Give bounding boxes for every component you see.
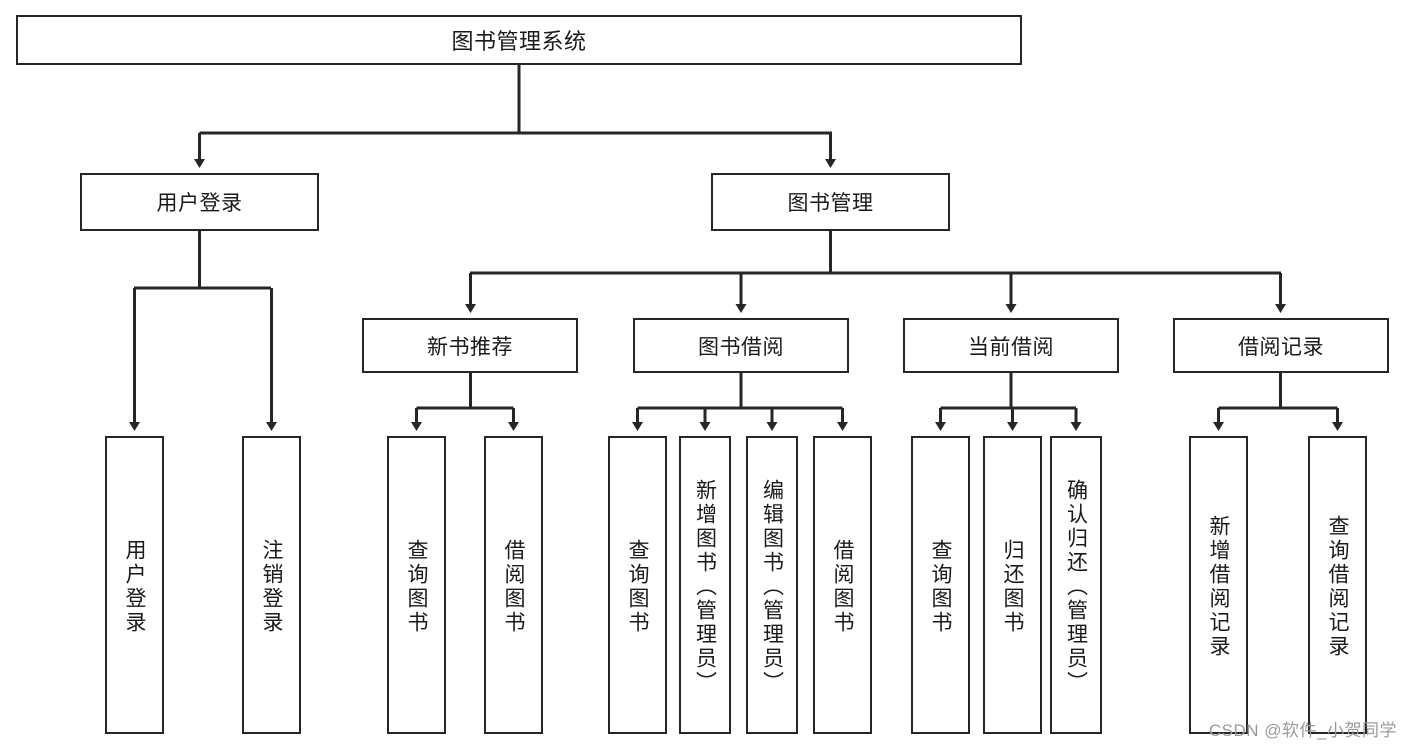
node-label: 用户登录 [123, 539, 146, 635]
node-leaf-user-login[interactable]: 用户登录 [105, 436, 164, 734]
node-book-management[interactable]: 图书管理 [711, 173, 950, 231]
node-new-book-recommend[interactable]: 新书推荐 [362, 318, 578, 373]
node-leaf-query-book-borrow[interactable]: 查询图书 [608, 436, 667, 734]
node-label: 借阅记录 [1238, 335, 1324, 359]
node-label: 图书管理 [787, 192, 874, 215]
node-leaf-edit-book-admin[interactable]: 编辑图书（管理员） [746, 436, 798, 734]
node-label: 查询借阅记录 [1326, 515, 1349, 659]
node-label: 查询图书 [626, 539, 649, 635]
node-label: 查询图书 [405, 539, 428, 635]
node-label: 归还图书 [1001, 539, 1024, 635]
node-leaf-query-book-current[interactable]: 查询图书 [911, 436, 970, 734]
node-leaf-add-borrow-record[interactable]: 新增借阅记录 [1189, 436, 1248, 734]
node-leaf-confirm-return-admin[interactable]: 确认归还（管理员） [1050, 436, 1102, 734]
node-borrow-record[interactable]: 借阅记录 [1173, 318, 1389, 373]
watermark: CSDN @软件_小贺同学 [1208, 721, 1397, 740]
node-leaf-return-book[interactable]: 归还图书 [983, 436, 1042, 734]
node-leaf-borrow-book-recommend[interactable]: 借阅图书 [484, 436, 543, 734]
node-label: 注销登录 [260, 539, 283, 635]
node-label: 借阅图书 [831, 539, 854, 635]
node-leaf-borrow-book[interactable]: 借阅图书 [813, 436, 872, 734]
node-label: 新书推荐 [427, 335, 513, 359]
node-root-system[interactable]: 图书管理系统 [16, 15, 1022, 65]
node-leaf-query-book-recommend[interactable]: 查询图书 [387, 436, 446, 734]
node-label: 编辑图书（管理员） [760, 479, 784, 695]
node-book-borrow[interactable]: 图书借阅 [633, 318, 849, 373]
node-leaf-logout[interactable]: 注销登录 [242, 436, 301, 734]
node-current-borrow[interactable]: 当前借阅 [903, 318, 1119, 373]
node-label: 查询图书 [929, 539, 952, 635]
node-label: 新增借阅记录 [1207, 515, 1230, 659]
node-label: 图书管理系统 [451, 29, 587, 54]
node-label: 用户登录 [156, 192, 243, 215]
node-leaf-query-borrow-record[interactable]: 查询借阅记录 [1308, 436, 1367, 734]
node-leaf-add-book-admin[interactable]: 新增图书（管理员） [679, 436, 731, 734]
node-label: 确认归还（管理员） [1064, 479, 1088, 695]
node-user-login[interactable]: 用户登录 [80, 173, 319, 231]
node-label: 新增图书（管理员） [693, 479, 717, 695]
node-label: 当前借阅 [968, 335, 1054, 359]
node-label: 图书借阅 [698, 335, 784, 359]
node-label: 借阅图书 [502, 539, 525, 635]
